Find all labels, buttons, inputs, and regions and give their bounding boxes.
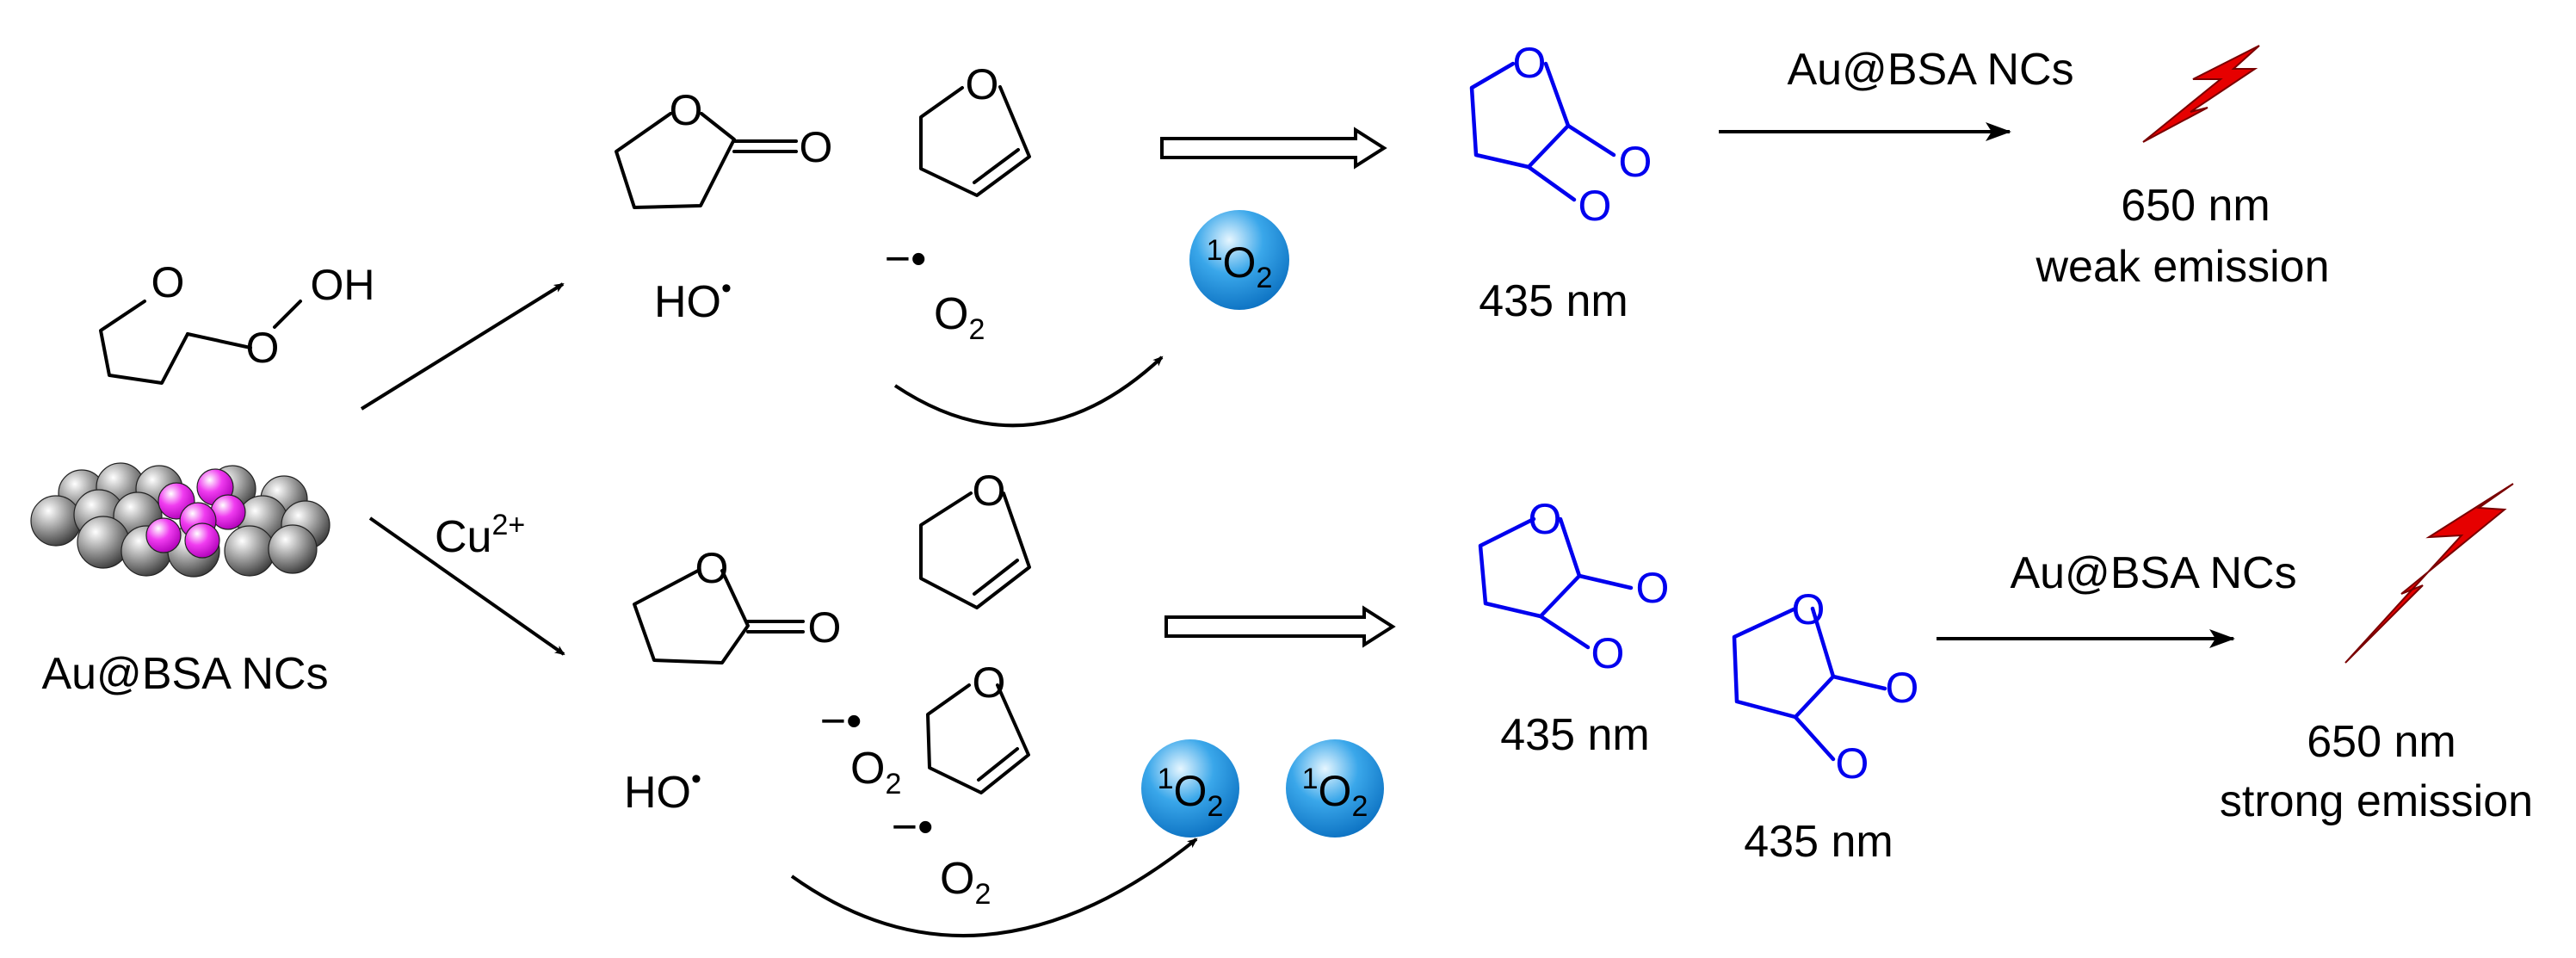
thf-hydroperoxide-structure: O O OH (99, 258, 375, 385)
dioxetane-oxygen-b-bottom-b: O (1836, 739, 1869, 788)
thf-oxygen-label: O (151, 258, 185, 306)
double-arrow-icon (1164, 605, 1396, 648)
dihydrofuran-oxygen-top: O (966, 60, 999, 108)
lactone-structure-bottom: O O (633, 544, 842, 664)
lactone-ring-oxygen-bottom: O (695, 544, 729, 592)
reactant-label: Au@BSA NCs (41, 649, 328, 699)
dioxetane-oxygen-b-bottom-a: O (1591, 629, 1625, 677)
hydroxyl-label: OH (311, 261, 375, 309)
dihydrofuran-structure-top: O (919, 60, 1031, 197)
emission-wavelength-top: 650 nm (2121, 181, 2270, 231)
dioxetane-oxygen-a-bottom-b: O (1886, 664, 1919, 712)
dioxetane-oxygen-a-top: O (1619, 138, 1652, 186)
gold-atom-sphere (77, 516, 130, 569)
dihydrofuran-oxygen-bottom-a: O (973, 467, 1006, 515)
dioxetane-oxygen-a-bottom-a: O (1636, 564, 1670, 612)
copper-atom-sphere (184, 522, 220, 559)
lactone-structure-top: O O (615, 86, 833, 209)
singlet-oxygen-label-bottom-b: 1O2 (1302, 763, 1368, 823)
dihydrofuran-structure-bottom-b: O (926, 658, 1030, 794)
gold-nanocluster-icon (30, 462, 330, 578)
singlet-oxygen-sphere-icon: 1O2 (1286, 739, 1384, 837)
arrow-reagent-bottom: Au@BSA NCs (2010, 548, 2296, 598)
dioxetane-ring-oxygen-bottom-a: O (1529, 495, 1562, 543)
dioxetane-wavelength-bottom-b: 435 nm (1744, 817, 1893, 867)
superoxide-charge-bottom-a: −• (820, 696, 862, 746)
hydroxyl-radical-top: HO• (654, 272, 732, 327)
catalyst-label: Cu2+ (435, 509, 525, 562)
gold-atom-sphere (224, 525, 275, 577)
superoxide-radical-top: O2 (934, 289, 985, 346)
copper-atom-sphere (145, 517, 182, 553)
lactone-carbonyl-oxygen: O (800, 123, 833, 171)
superoxide-charge-bottom-b: −• (892, 802, 934, 852)
dioxetane-ring-oxygen-bottom-b: O (1792, 585, 1825, 634)
gold-atom-sphere (30, 495, 82, 547)
dioxetane-ring-oxygen-top: O (1513, 39, 1547, 87)
dioxetane-wavelength-top: 435 nm (1479, 276, 1628, 326)
dihydrofuran-structure-bottom-a: O (919, 467, 1031, 609)
dioxetane-wavelength-bottom-a: 435 nm (1500, 710, 1649, 760)
dioxetane-structure-bottom-a: O O O (1478, 495, 1670, 677)
dioxetane-structure-bottom-b: O O O (1732, 585, 1919, 788)
top-pathway-arrow (360, 282, 565, 411)
emission-strength-top: weak emission (2035, 242, 2329, 292)
gold-atom-sphere (268, 524, 318, 574)
singlet-oxygen-label-top: 1O2 (1207, 234, 1273, 294)
singlet-oxygen-label-bottom-a: 1O2 (1158, 763, 1224, 823)
emission-wavelength-bottom: 650 nm (2307, 717, 2456, 767)
singlet-oxygen-sphere-icon: 1O2 (1141, 739, 1239, 837)
dioxetane-oxygen-b-top: O (1578, 182, 1612, 230)
lactone-ring-oxygen: O (670, 86, 703, 134)
dihydrofuran-oxygen-bottom-b: O (973, 658, 1006, 707)
curved-arrow-top (893, 355, 1164, 428)
lightning-bolt-icon (2142, 45, 2260, 143)
emission-strength-bottom: strong emission (2220, 776, 2533, 826)
hydroxyl-radical-bottom: HO• (624, 763, 701, 818)
singlet-oxygen-sphere-icon: 1O2 (1189, 210, 1289, 310)
superoxide-radical-bottom-a: O2 (850, 744, 901, 800)
peroxide-oxygen-label: O (246, 324, 280, 372)
lactone-carbonyl-oxygen-bottom: O (808, 603, 842, 652)
double-arrow-icon (1160, 127, 1387, 170)
superoxide-charge-top: −• (885, 234, 927, 284)
curved-arrow-bottom (790, 837, 1198, 937)
arrow-reagent-top: Au@BSA NCs (1787, 45, 2073, 95)
lightning-bolt-icon (2344, 483, 2514, 664)
superoxide-radical-bottom-b: O2 (940, 854, 991, 911)
bottom-pathway-arrow (368, 516, 565, 656)
dioxetane-structure-top: O O O (1469, 39, 1652, 230)
